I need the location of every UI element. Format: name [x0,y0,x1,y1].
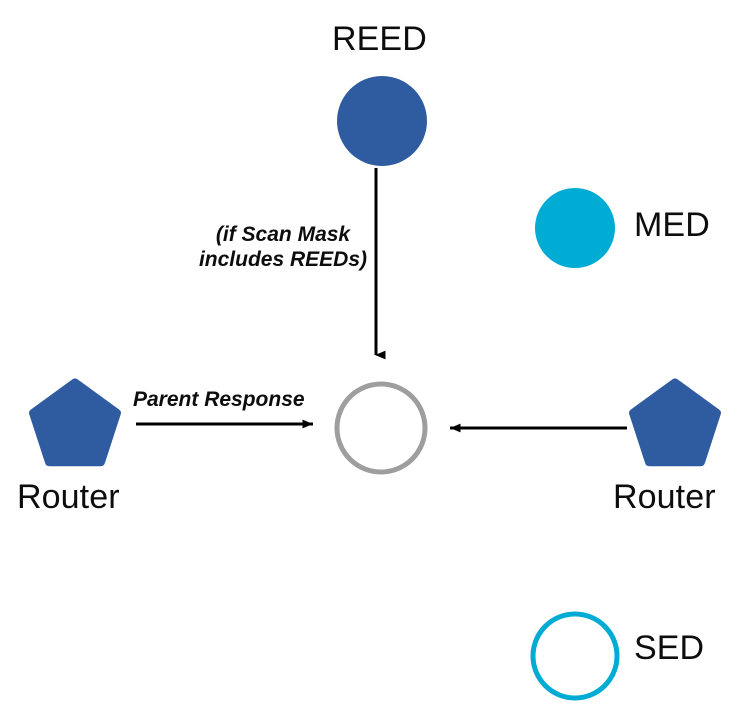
node-med-shape[interactable] [535,188,615,268]
node-label-med: MED [634,206,710,244]
node-label-router-right: Router [613,478,716,516]
node-joiner-center-shape[interactable] [334,381,428,475]
node-router-right-shape[interactable] [629,378,721,467]
edge-label-scan-mask-line2: includes REEDs) [198,247,368,271]
node-sed-shape[interactable] [530,611,620,701]
node-router-left-shape[interactable] [29,378,121,467]
node-label-router-left: Router [17,478,120,516]
node-reed-shape[interactable] [337,76,427,166]
node-label-reed: REED [332,20,427,58]
edge-label-scan-mask-line1: (if Scan Mask [215,223,351,246]
edge-label-scan-mask: (if Scan Mask includes REEDs) [193,223,373,273]
node-label-sed: SED [634,629,705,667]
edge-label-parent-response: Parent Response [133,388,305,411]
